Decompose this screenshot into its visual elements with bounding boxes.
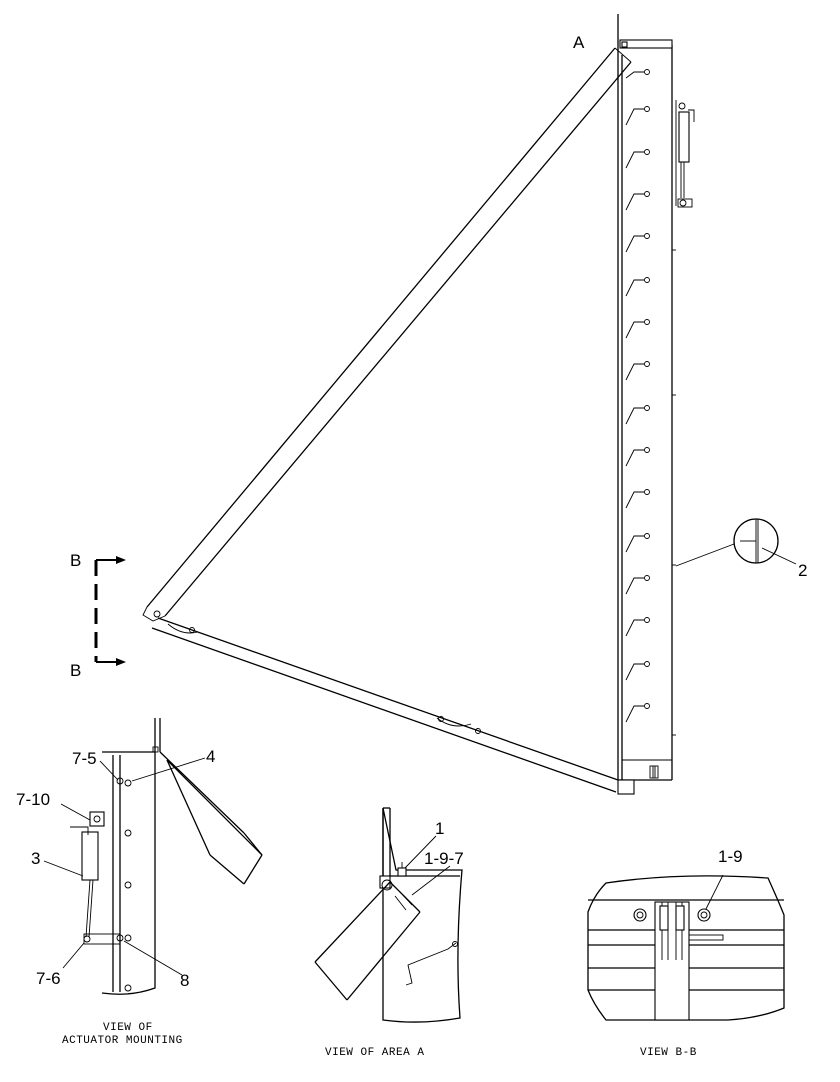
actuator-mounting-view [43, 718, 263, 995]
bottom-brace [151, 617, 619, 793]
callout-7-10: 7-10 [16, 790, 50, 809]
caption-view-bb: VIEW B-B [640, 1047, 697, 1059]
callout-2-number: 2 [798, 561, 807, 580]
callout-7-5: 7-5 [72, 749, 97, 768]
actuator-cylinder [675, 100, 695, 208]
callout-3: 3 [31, 849, 40, 868]
vertical-mast [617, 14, 676, 795]
section-line-bb [94, 556, 126, 666]
callout-7-6: 7-6 [36, 969, 61, 988]
section-bb-view [587, 874, 785, 1021]
rung-hooks [625, 69, 650, 723]
caption-actuator-line2: ACTUATOR MOUNTING [62, 1035, 183, 1047]
area-a-view [314, 807, 463, 1023]
caption-actuator-line1: VIEW OF [103, 1022, 153, 1034]
callout-4: 4 [206, 747, 215, 766]
callout-1: 1 [435, 819, 444, 838]
label-a: A [573, 33, 585, 52]
callout-1-9-7: 1-9-7 [424, 849, 464, 868]
callout-1-9: 1-9 [718, 847, 743, 866]
label-b-bottom: B [70, 661, 81, 680]
diagonal-brace [142, 47, 632, 622]
label-b-top: B [70, 551, 81, 570]
callout-8: 8 [180, 971, 189, 990]
detail-callout-2 [675, 518, 797, 567]
caption-area-a: VIEW OF AREA A [325, 1047, 424, 1059]
main-view: A B B 2 [70, 14, 807, 795]
